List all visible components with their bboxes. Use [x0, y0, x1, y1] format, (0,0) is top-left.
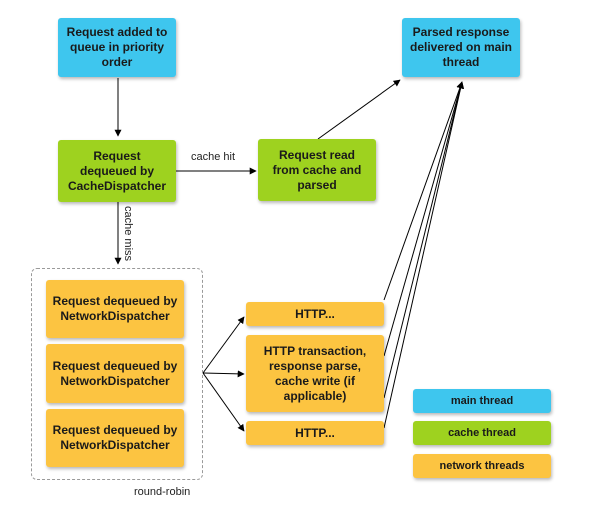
network-dispatcher-box-3: Request dequeued by NetworkDispatcher	[46, 409, 184, 467]
arrow-http-top-to-main	[383, 81, 464, 301]
arrow-cache-to-main	[317, 79, 401, 140]
network-dispatcher-text-1: Request dequeued by NetworkDispatcher	[52, 294, 178, 323]
cache-hit-label: cache hit	[191, 151, 236, 163]
network-dispatcher-text-2: Request dequeued by NetworkDispatcher	[52, 358, 178, 388]
arrow-to-http-transaction	[202, 370, 245, 378]
http-top-box: HTTP...	[246, 302, 384, 326]
legend-main-thread: main thread	[413, 389, 551, 413]
read-from-cache-text: Request read from cache and parsed	[272, 147, 362, 192]
request-added-box: Request added to queue in priority order	[58, 18, 176, 77]
legend-main-thread-text: main thread	[450, 394, 514, 407]
parsed-response-box: Parsed response delivered on main thread	[402, 18, 520, 77]
legend-network-threads: network threads	[413, 454, 551, 478]
arrow-to-http-bottom	[202, 372, 245, 432]
cache-miss-label: cache miss	[122, 206, 134, 262]
arrow-to-http-top	[202, 316, 245, 374]
request-added-text: Request added to queue in priority order	[66, 25, 168, 69]
legend-cache-thread-text: cache thread	[448, 426, 516, 439]
http-bottom-box: HTTP...	[246, 421, 384, 445]
round-robin-label: round-robin	[134, 486, 191, 498]
network-dispatcher-text-3: Request dequeued by NetworkDispatcher	[52, 423, 178, 452]
parsed-response-text: Parsed response delivered on main thread	[409, 25, 513, 69]
http-transaction-box: HTTP transaction, response parse, cache …	[246, 335, 384, 412]
arrow-http-bottom-to-main	[383, 81, 465, 429]
legend-cache-thread: cache thread	[413, 421, 551, 445]
network-dispatcher-box-1: Request dequeued by NetworkDispatcher	[46, 280, 184, 338]
network-dispatcher-box-2: Request dequeued by NetworkDispatcher	[46, 344, 184, 403]
http-top-text: HTTP...	[295, 306, 335, 321]
network-dispatcher-group	[31, 268, 203, 480]
arrow-http-transaction2-to-main	[383, 81, 464, 399]
http-bottom-text: HTTP...	[295, 425, 335, 440]
arrow-http-transaction-to-main	[383, 81, 464, 357]
legend-network-threads-text: network threads	[439, 459, 525, 472]
http-transaction-text: HTTP transaction, response parse, cache …	[263, 343, 367, 403]
read-from-cache-box: Request read from cache and parsed	[258, 139, 376, 201]
cache-dispatcher-text: Request dequeued by CacheDispatcher	[67, 148, 167, 193]
cache-dispatcher-box: Request dequeued by CacheDispatcher	[58, 140, 176, 202]
